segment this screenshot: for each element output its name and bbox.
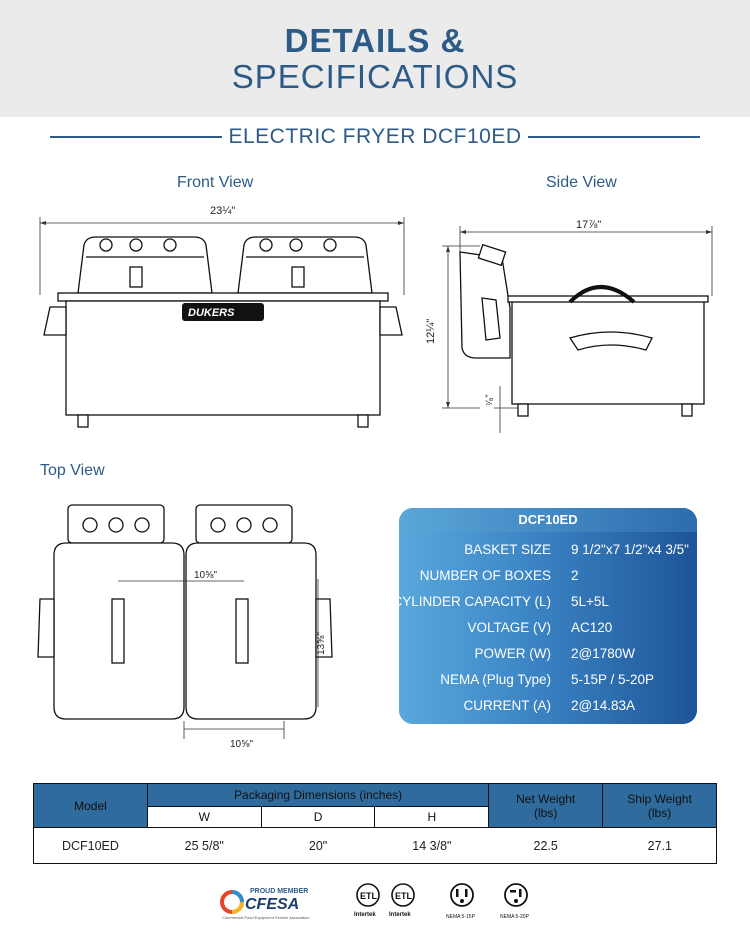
col-net-weight: Net Weight (lbs) xyxy=(488,783,604,828)
top-width-dim: 10⅝" xyxy=(230,739,253,750)
title-rule-left xyxy=(50,136,222,138)
col-d: D xyxy=(260,806,376,828)
etl-logo-1: ETL Intertek xyxy=(354,883,380,918)
spec-value: 9 1/2"x7 1/2"x4 3/5" xyxy=(571,542,689,557)
packaging-table: Model Packaging Dimensions (inches) Net … xyxy=(33,782,717,864)
header-title-line1: DETAILS & xyxy=(284,22,466,59)
nema-label-1: NEMA 5-15P xyxy=(446,914,476,920)
spec-label: VOLTAGE (V) xyxy=(467,620,551,635)
spec-row: NUMBER OF BOXES 2 xyxy=(399,564,697,588)
cfesa-top-text: PROUD MEMBER xyxy=(250,888,308,895)
spec-row: BASKET SIZE 9 1/2"x7 1/2"x4 3/5" xyxy=(399,538,697,562)
spec-row: NEMA (Plug Type) 5-15P / 5-20P xyxy=(399,668,697,692)
table-row: DCF10ED 25 5/8" 20" 14 3/8" 22.5 27.1 xyxy=(33,827,717,864)
spec-label: CURRENT (A) xyxy=(463,698,552,713)
spec-row: CURRENT (A) 2@14.83A xyxy=(399,694,697,718)
certification-logos: PROUD MEMBER CFESA Commercial Food Equip… xyxy=(220,883,530,920)
top-view-label: Top View xyxy=(40,462,105,479)
spec-label: CYLINDER CAPACITY (L) xyxy=(399,594,551,609)
spec-card-body: BASKET SIZE 9 1/2"x7 1/2"x4 3/5" NUMBER … xyxy=(399,532,697,724)
spec-row: VOLTAGE (V) AC120 xyxy=(399,616,697,640)
cfesa-logo: PROUD MEMBER CFESA Commercial Food Equip… xyxy=(220,888,310,920)
svg-text:ETL: ETL xyxy=(395,891,413,901)
spec-value: 2@14.83A xyxy=(571,698,635,713)
cell-h: 14 3/8" xyxy=(374,827,489,864)
top-basket-dim: 10⅝" xyxy=(194,570,217,581)
cell-w: 25 5/8" xyxy=(146,827,262,864)
cfesa-sub-text: Commercial Food Equipment Service Associ… xyxy=(222,915,310,920)
front-view-label: Front View xyxy=(177,174,254,191)
etl-label-2: Intertek xyxy=(389,912,411,918)
col-model: Model xyxy=(33,783,148,828)
spec-value: 5-15P / 5-20P xyxy=(571,672,655,687)
col-w: W xyxy=(146,806,262,828)
spec-value: 2@1780W xyxy=(571,646,635,661)
spec-value: 2 xyxy=(571,568,579,583)
nema-520p-icon: NEMA 5-20P xyxy=(500,883,530,920)
spec-card-title: DCF10ED xyxy=(399,508,697,532)
spec-label: NUMBER OF BOXES xyxy=(419,568,551,583)
col-ship-weight: Ship Weight (lbs) xyxy=(602,783,717,828)
top-depth-dim: 13⅝" xyxy=(316,632,327,655)
product-title: ELECTRIC FRYER DCF10ED xyxy=(228,125,522,148)
top-view-drawing: 10⅝" 10⅝" 13⅝" xyxy=(37,504,333,750)
side-depth-dim: 17⅞" xyxy=(576,219,601,231)
front-width-dim: 23¼" xyxy=(210,205,235,217)
spec-card: DCF10ED BASKET SIZE 9 1/2"x7 1/2"x4 3/5"… xyxy=(399,508,697,724)
nema-515p-icon: NEMA 5-15P xyxy=(446,883,476,920)
spec-value: AC120 xyxy=(571,620,613,635)
cell-ship: 27.1 xyxy=(602,827,717,864)
cell-net: 22.5 xyxy=(488,827,603,864)
spec-label: POWER (W) xyxy=(474,646,552,661)
side-height-dim: 12¼" xyxy=(425,319,437,344)
front-view-drawing: 23¼" DUKERS xyxy=(39,205,405,428)
spec-value: 5L+5L xyxy=(571,594,609,609)
side-view-drawing: 17⅞" 12¼" ⁷⁄₈" xyxy=(425,219,713,433)
product-title-bar: ELECTRIC FRYER DCF10ED xyxy=(0,122,750,152)
etl-label-1: Intertek xyxy=(354,912,376,918)
spec-label: NEMA (Plug Type) xyxy=(440,672,551,687)
col-packaging-dimensions: Packaging Dimensions (inches) xyxy=(146,782,490,808)
side-view-label: Side View xyxy=(546,174,617,191)
spec-row: POWER (W) 2@1780W xyxy=(399,642,697,666)
nema-label-2: NEMA 5-20P xyxy=(500,914,530,920)
col-h: H xyxy=(374,806,490,828)
svg-text:ETL: ETL xyxy=(360,891,378,901)
brand-label: DUKERS xyxy=(188,307,235,319)
page-header: DETAILS & SPECIFICATIONS xyxy=(0,0,750,117)
brand-badge xyxy=(182,303,264,321)
title-rule-right xyxy=(528,136,700,138)
header-title-line2: SPECIFICATIONS xyxy=(231,58,519,95)
spec-row: CYLINDER CAPACITY (L) 5L+5L xyxy=(399,590,697,614)
spec-label: BASKET SIZE xyxy=(464,542,551,557)
cfesa-text: CFESA xyxy=(245,896,299,913)
side-leg-dim: ⁷⁄₈" xyxy=(484,394,494,406)
cell-model: DCF10ED xyxy=(33,827,148,864)
cell-d: 20" xyxy=(260,827,375,864)
etl-logo-2: ETL Intertek xyxy=(389,883,415,918)
